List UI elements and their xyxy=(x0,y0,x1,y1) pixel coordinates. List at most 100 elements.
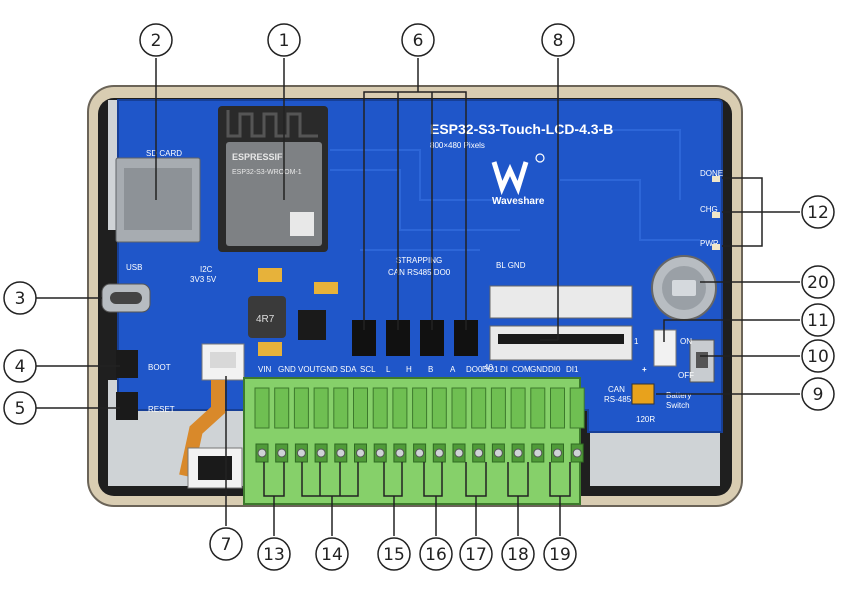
strapping-sub-label: CAN RS485 DO0 xyxy=(388,268,451,277)
fpc-slot xyxy=(498,334,624,344)
callout-5: 5 xyxy=(3,391,37,425)
fpc-right-pin: 1 xyxy=(634,337,639,346)
svg-text:2: 2 xyxy=(151,31,162,51)
svg-text:7: 7 xyxy=(221,535,232,555)
flex-connector-chip xyxy=(198,456,232,480)
pcb-traces xyxy=(330,129,700,251)
callout-9: 9 xyxy=(801,377,835,411)
battery-plus-label: + xyxy=(642,365,647,374)
terminal-slot xyxy=(392,387,408,429)
term-label-di1: DI1 xyxy=(566,365,579,374)
terminal-slot xyxy=(550,387,565,429)
svg-text:16: 16 xyxy=(425,545,447,565)
term-label-sda: SDA xyxy=(340,365,357,374)
svg-text:10: 10 xyxy=(807,347,829,367)
svg-text:19: 19 xyxy=(549,545,571,565)
callout-12: 12 xyxy=(801,195,835,229)
terminal-slot xyxy=(353,387,368,429)
switch-off-label: OFF xyxy=(678,371,694,380)
antenna-trace xyxy=(226,110,318,138)
terminal-screw xyxy=(572,448,582,458)
terminal-screw xyxy=(356,448,365,458)
svg-text:13: 13 xyxy=(263,545,285,565)
board-title: ESP32-S3-Touch-LCD-4.3-B xyxy=(430,121,613,137)
pwr-label: PWR xyxy=(700,239,719,248)
reset-label: RESET xyxy=(148,405,175,414)
terminal-screw xyxy=(316,448,326,458)
fpc-connector-top xyxy=(489,285,633,319)
svg-text:14: 14 xyxy=(321,545,343,565)
svg-text:8: 8 xyxy=(553,31,564,51)
terminal-slot xyxy=(569,387,585,429)
capacitor-3 xyxy=(314,282,338,294)
boot-button xyxy=(116,350,138,378)
term-label-gnd-2: GND xyxy=(320,365,338,374)
terminal-screw xyxy=(296,448,306,458)
battery-label: Battery xyxy=(666,391,691,400)
terminal-screw xyxy=(553,448,562,458)
terminal-screws xyxy=(254,387,585,463)
sd-card-label: SD CARD xyxy=(146,149,182,158)
terminal-slot xyxy=(313,387,329,429)
callout-13: 13 xyxy=(257,537,291,571)
callout-7: 7 xyxy=(209,527,243,561)
terminal-screw xyxy=(513,448,523,458)
terminal-slot xyxy=(451,387,467,429)
term-label-gnd-1: GND xyxy=(278,365,296,374)
done-led xyxy=(712,176,720,182)
i2c-voltage-label: 3V3 5V xyxy=(190,275,217,284)
callouts: 1 2 3 4 5 6 7 8 9 10 11 12 13 14 15 16 1… xyxy=(3,23,835,571)
fpc-left-pin: 40 xyxy=(484,363,493,372)
module-brand: ESPRESSIF xyxy=(232,152,283,162)
leader-lines xyxy=(36,58,800,536)
dip-switch-120r xyxy=(631,383,655,405)
capacitor-1 xyxy=(258,268,282,282)
terminal-screw xyxy=(434,448,444,458)
terminal-screw xyxy=(395,448,405,458)
waveshare-logo-icon xyxy=(491,153,545,196)
terminal-slot xyxy=(471,387,487,429)
svg-text:17: 17 xyxy=(465,545,487,565)
terminal-labels: VIN GND VOUT GND SDA SCL L H B A DO0 DO1… xyxy=(258,365,579,374)
term-label-di0: DI0 xyxy=(548,365,561,374)
terminal-slot xyxy=(372,387,388,429)
callout-2: 2 xyxy=(139,23,173,57)
terminal-slot xyxy=(293,387,309,429)
callout-4: 4 xyxy=(3,349,37,383)
term-label-vout: VOUT xyxy=(298,365,320,374)
can-label: CAN xyxy=(608,385,625,394)
usb-c-port-opening xyxy=(110,292,142,304)
terminal-slot xyxy=(510,387,526,429)
i2c-label: I2C xyxy=(200,265,213,274)
svg-text:15: 15 xyxy=(383,545,405,565)
svg-text:20: 20 xyxy=(807,273,829,293)
term-label-l: L xyxy=(386,365,391,374)
terminal-screw xyxy=(493,448,503,458)
term-label-gnd-3: GND xyxy=(530,365,548,374)
svg-text:3: 3 xyxy=(15,289,26,309)
reset-button xyxy=(116,392,138,420)
terminal-slot xyxy=(254,387,270,429)
terminal-slot xyxy=(412,387,428,429)
callout-19: 19 xyxy=(543,537,577,571)
power-switch-knob xyxy=(696,352,708,368)
term-label-a: A xyxy=(450,365,456,374)
term-label-h: H xyxy=(406,365,412,374)
battery-connector xyxy=(653,329,677,367)
terminal-screw xyxy=(277,448,287,458)
qr-code xyxy=(290,212,314,236)
terminal-screw xyxy=(474,448,484,458)
svg-text:5: 5 xyxy=(15,399,26,419)
callout-3: 3 xyxy=(3,281,37,315)
callout-17: 17 xyxy=(459,537,493,571)
term-label-b: B xyxy=(428,365,433,374)
svg-text:4: 4 xyxy=(15,357,26,377)
terminal-screw xyxy=(533,448,543,458)
terminal-slot xyxy=(530,387,546,429)
svg-text:11: 11 xyxy=(807,311,829,331)
callout-11: 11 xyxy=(801,303,835,337)
callout-18: 18 xyxy=(501,537,535,571)
module-model: ESP32-S3-WROOM-1 xyxy=(232,169,302,176)
term-label-scl: SCL xyxy=(360,365,376,374)
